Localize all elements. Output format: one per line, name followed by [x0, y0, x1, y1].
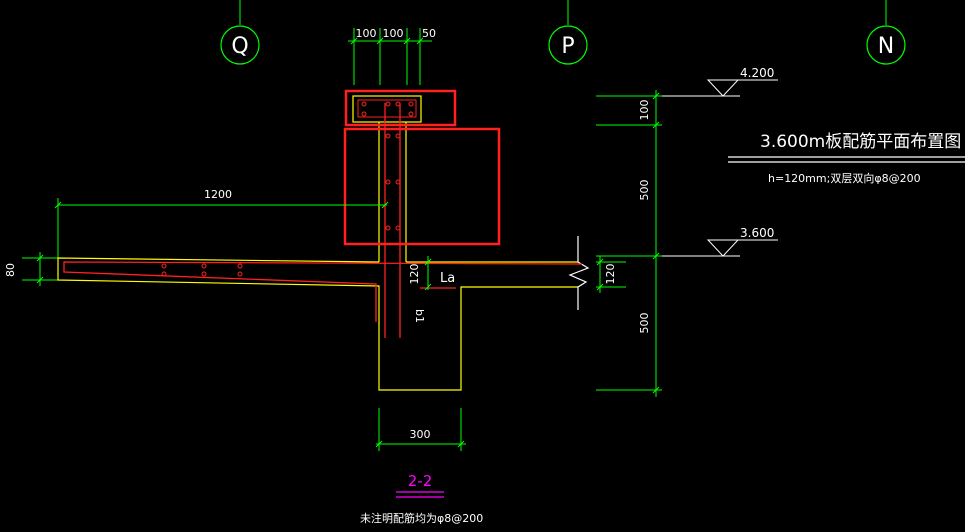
elevation-marker-slab	[662, 239, 778, 257]
highlight-box-parapet	[344, 89, 457, 127]
wall-rebar	[384, 103, 401, 338]
grid-label-n: N	[878, 34, 894, 59]
cantilever-dimension	[54, 198, 389, 258]
dim-upper-100: 100	[638, 100, 651, 121]
slab-right-dimension	[596, 256, 626, 293]
dim-slab-right: 120	[604, 264, 617, 285]
elevation-top: 4.200	[740, 66, 774, 80]
dim-beam-width: 300	[410, 428, 431, 441]
dim-top-a: 100	[356, 27, 377, 40]
grid-label-q: Q	[231, 34, 248, 59]
slab-rebar-dots	[161, 263, 243, 277]
elevation-slab: 3.600	[740, 226, 774, 240]
section-label: 2-2	[408, 472, 433, 490]
label-anchor-la: La	[440, 271, 455, 286]
wall-rebar-dots	[361, 101, 414, 231]
parapet-wall	[352, 95, 422, 262]
dim-upper-500: 500	[638, 180, 651, 201]
dim-top-c: 50	[422, 27, 436, 40]
label-beam-b1: b1	[413, 309, 426, 323]
drawing-heading: 3.600m板配筋平面布置图	[760, 132, 961, 152]
grid-bubble-q: Q	[220, 0, 260, 65]
slab-left-dimension	[22, 252, 58, 286]
grid-label-p: P	[561, 34, 574, 59]
dim-slab-left: 80	[4, 263, 17, 277]
slab-outline	[57, 257, 578, 391]
beam-width-dimension	[375, 408, 466, 451]
dim-slab-mid: 120	[408, 264, 421, 285]
slab-spec-note: h=120mm;双层双向φ8@200	[768, 171, 921, 185]
slab-mid-dimension	[424, 256, 432, 291]
footnote: 未注明配筋均为φ8@200	[360, 511, 483, 525]
elevation-dimension	[596, 90, 662, 397]
grid-bubble-n: N	[866, 0, 906, 65]
dim-cantilever: 1200	[204, 188, 232, 201]
slab-rebar	[63, 261, 583, 322]
highlight-box-wall	[343, 127, 501, 246]
dim-lower-500: 500	[638, 313, 651, 334]
break-line	[568, 236, 590, 310]
grid-bubble-p: P	[548, 0, 588, 65]
grid-axes: Q P N	[220, 0, 906, 65]
dim-top-b: 100	[383, 27, 404, 40]
top-dimension-chain	[348, 28, 432, 85]
elevation-marker-top	[662, 79, 778, 97]
